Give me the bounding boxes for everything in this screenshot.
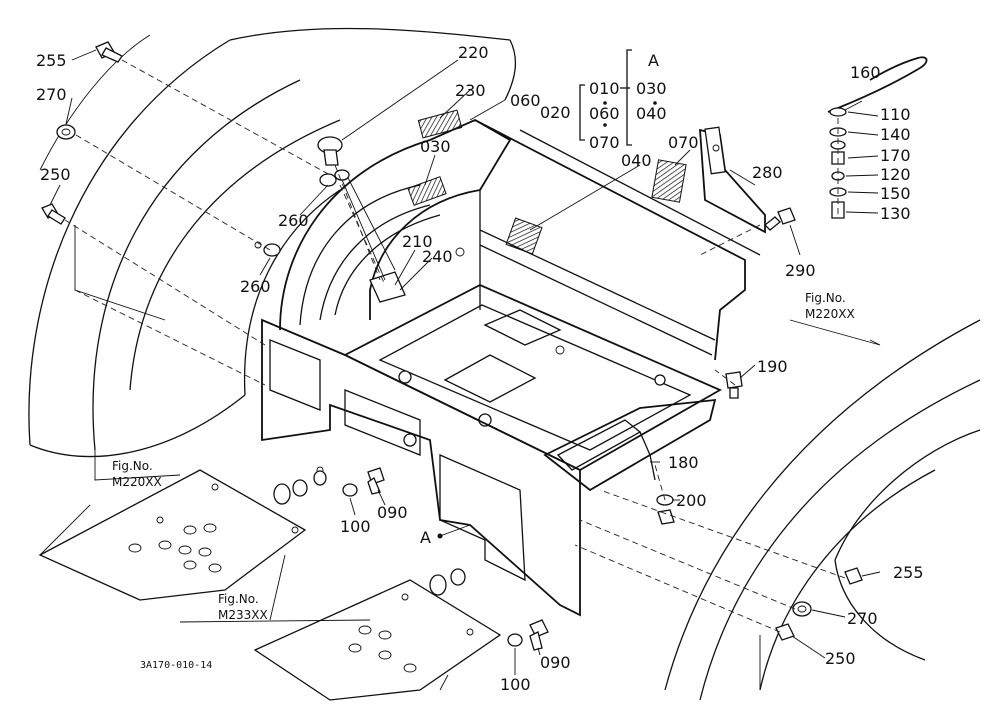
assembly-lines: [64, 59, 846, 633]
variant-left-1: 010: [589, 79, 620, 98]
bolt-255-right: [844, 567, 863, 585]
fig-ref2-code: M220XX: [805, 307, 855, 321]
variant-left-2: 060: [589, 104, 620, 123]
decal-070: [651, 159, 687, 203]
fig-ref1-title: Fig.No.: [112, 459, 153, 473]
fig-ref2-leader: [789, 319, 881, 346]
variant-right-2: 040: [636, 104, 667, 123]
bolt-set-left: [273, 470, 327, 505]
decal-230: [417, 109, 463, 139]
callout-250b: 250: [825, 649, 856, 668]
callout-260b: 260: [240, 277, 271, 296]
bolt-set-center: [429, 568, 466, 596]
bolt-190: [725, 371, 743, 399]
variant-header: A: [648, 51, 659, 70]
callout-100b: 100: [500, 675, 531, 694]
callout-160: 160: [850, 63, 881, 82]
callout-090b: 090: [540, 653, 571, 672]
washer-260b: [254, 241, 281, 257]
callout-100a: 100: [340, 517, 371, 536]
bolt-290: [764, 207, 796, 231]
variant-table-labels: 020 A 010 060 070 030 040: [540, 51, 667, 152]
fig-ref3-title: Fig.No.: [218, 592, 259, 606]
callout-060: 060: [510, 91, 541, 110]
washer-260a: [319, 169, 350, 187]
callout-250a: 250: [40, 165, 71, 184]
callout-070: 070: [668, 133, 699, 152]
bolt-250-right: [775, 623, 795, 641]
variant-prefix: 020: [540, 103, 571, 122]
bolt-090b: [507, 619, 549, 651]
callout-230: 230: [455, 81, 486, 100]
drawing-code: 3A170-010-14: [140, 660, 212, 671]
fig-ref1-code: M220XX: [112, 475, 162, 489]
hardware-stack-labels: 160 110 140 170 120 150 130: [850, 63, 911, 223]
hardware-bolts: [41, 41, 863, 651]
callout-150: 150: [880, 184, 911, 203]
seat-lever: [339, 171, 406, 303]
decal-040: [505, 217, 543, 255]
callout-120: 120: [880, 165, 911, 184]
fig-ref3-code: M233XX: [218, 608, 268, 622]
callout-200: 200: [676, 491, 707, 510]
callout-255a: 255: [36, 51, 67, 70]
callout-090a: 090: [377, 503, 408, 522]
callout-140: 140: [880, 125, 911, 144]
floor-plate-lower: [253, 579, 502, 701]
hardware-stack: [827, 56, 928, 219]
callout-170: 170: [880, 146, 911, 165]
fig-ref2-title: Fig.No.: [805, 291, 846, 305]
bolt-090a: [342, 467, 385, 497]
variant-left-3: 070: [589, 133, 620, 152]
callout-110: 110: [880, 105, 911, 124]
fig-ref3-leader-b: [179, 619, 371, 623]
callout-180: 180: [668, 453, 699, 472]
callout-030: 030: [420, 137, 451, 156]
bolt-255-left: [95, 41, 123, 63]
nut-270-right: [792, 601, 812, 617]
fig-ref3-leader: [269, 554, 286, 621]
left-fender: [28, 27, 517, 458]
callout-190: 190: [757, 357, 788, 376]
callout-255b: 255: [893, 563, 924, 582]
knob-220: [317, 136, 343, 166]
variant-right-1: 030: [636, 79, 667, 98]
callout-270b: 270: [847, 609, 878, 628]
floor-plate-upper: [38, 469, 307, 601]
leader-lines: [49, 49, 881, 675]
fig-ref1-leader: [94, 450, 181, 481]
right-fender: [664, 319, 981, 701]
callout-290: 290: [785, 261, 816, 280]
callout-A: A: [420, 528, 431, 547]
washer-200: [656, 494, 675, 525]
callout-130: 130: [880, 204, 911, 223]
callout-040: 040: [621, 151, 652, 170]
seat-base-frame: [261, 118, 761, 617]
callout-260a: 260: [278, 211, 309, 230]
decal-030: [407, 176, 447, 206]
callout-210: 210: [402, 232, 433, 251]
callout-270a: 270: [36, 85, 67, 104]
fig-references: Fig.No. M220XX Fig.No. M220XX Fig.No. M2…: [112, 291, 855, 622]
nut-270-left: [56, 124, 76, 140]
callout-280: 280: [752, 163, 783, 182]
bracket-280: [699, 126, 766, 234]
bolt-250-left: [41, 203, 66, 225]
callout-A-dot: [437, 533, 443, 539]
callout-labels: 255 270 250 220 230 060 030 260 260 210 …: [36, 43, 924, 694]
callout-240: 240: [422, 247, 453, 266]
callout-220: 220: [458, 43, 489, 62]
variant-table: [579, 49, 657, 146]
